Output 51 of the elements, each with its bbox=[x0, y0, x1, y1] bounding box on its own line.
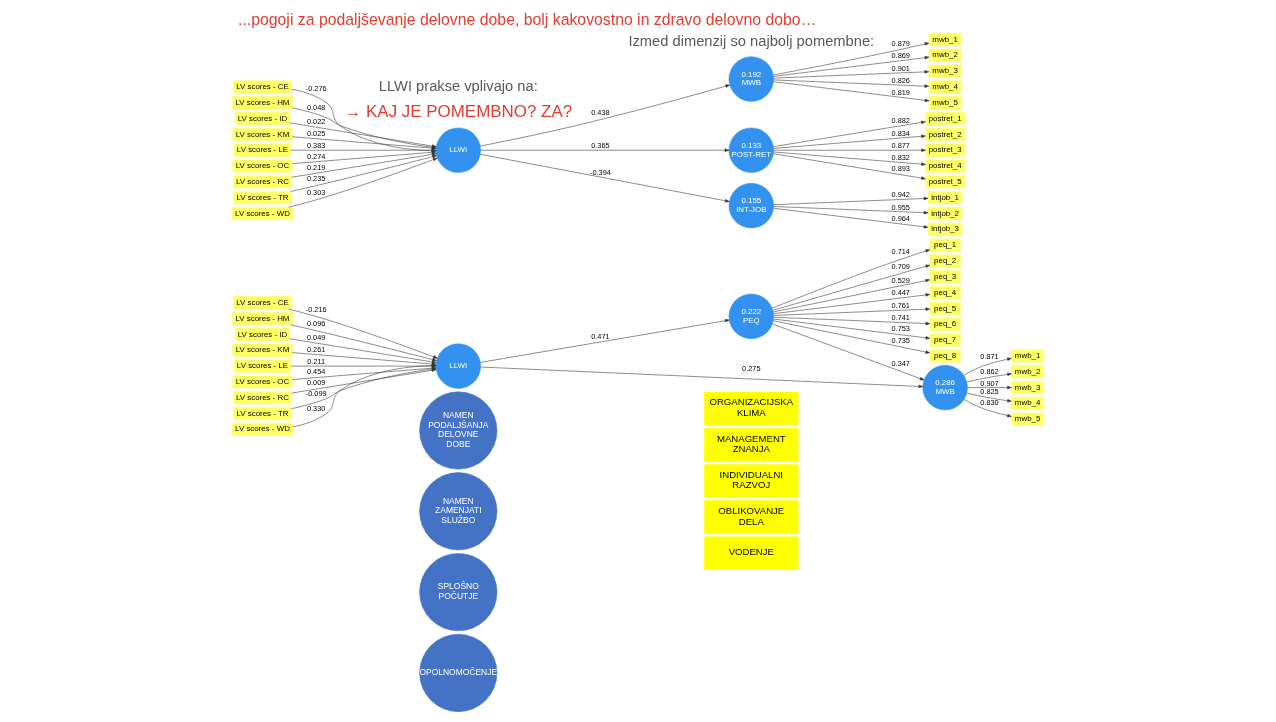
node-circle: SPLOŠNO POČUTJE bbox=[419, 553, 498, 632]
node-box: INDIVIDUALNI RAZVOJ bbox=[704, 464, 799, 498]
arrow bbox=[773, 318, 931, 340]
arrow bbox=[773, 293, 931, 314]
diagram-title: ...pogoji za podaljševanje delovne dobe, bolj kakovostno in zdravo delovno dobo… bbox=[238, 11, 817, 29]
arrow bbox=[772, 320, 930, 354]
arrow bbox=[773, 81, 930, 102]
arrow bbox=[773, 70, 930, 79]
arrow bbox=[288, 157, 438, 208]
arrow bbox=[773, 208, 929, 229]
arrow bbox=[288, 308, 438, 359]
label: Izmed dimenzij so najbolj pomembne: bbox=[628, 33, 875, 50]
arrow bbox=[963, 399, 1012, 418]
arrow bbox=[963, 357, 1012, 376]
arrow bbox=[291, 152, 437, 178]
arrow bbox=[967, 385, 1012, 390]
node-box: VODENJE bbox=[704, 536, 799, 570]
node-box: OBLIKOVANJE DELA bbox=[704, 500, 799, 534]
arrow bbox=[773, 148, 926, 152]
node-circle: NAMEN ZAMENJATI SLUŽBO bbox=[419, 472, 498, 551]
arrow bbox=[773, 151, 926, 166]
node-box: MANAGEMENT ZNANJA bbox=[704, 427, 799, 462]
node-box: ORGANIZACIJSKA KLIMA bbox=[704, 391, 799, 426]
arrow bbox=[772, 279, 930, 313]
label: → KAJ JE POMEMBNO? ZA? bbox=[344, 102, 573, 122]
arrow bbox=[772, 249, 931, 309]
arrow bbox=[772, 323, 925, 381]
arrow bbox=[773, 120, 926, 147]
arrow bbox=[480, 154, 730, 203]
arrow bbox=[966, 392, 1012, 403]
arrow bbox=[480, 148, 730, 152]
label: LLWI prakse vplivajo na: bbox=[378, 78, 538, 95]
arrow bbox=[773, 153, 926, 180]
arrow bbox=[773, 42, 930, 76]
arrow bbox=[290, 324, 437, 362]
arrow bbox=[773, 134, 926, 149]
arrow bbox=[773, 316, 931, 326]
node-circle: OPOLNOMOČENJE bbox=[419, 633, 498, 712]
arrow bbox=[772, 264, 931, 311]
arrow bbox=[773, 56, 930, 77]
arrow bbox=[289, 338, 437, 364]
arrow bbox=[773, 196, 929, 205]
arrow bbox=[773, 307, 931, 316]
arrow bbox=[966, 372, 1012, 383]
arrow bbox=[480, 84, 730, 147]
node-circle: NAMEN PODALJŠANJA DELOVNE DOBE bbox=[419, 391, 498, 470]
arrow bbox=[290, 155, 437, 192]
arrow bbox=[480, 366, 924, 389]
arrow bbox=[480, 319, 730, 363]
arrow bbox=[773, 206, 929, 215]
arrow bbox=[773, 79, 930, 88]
